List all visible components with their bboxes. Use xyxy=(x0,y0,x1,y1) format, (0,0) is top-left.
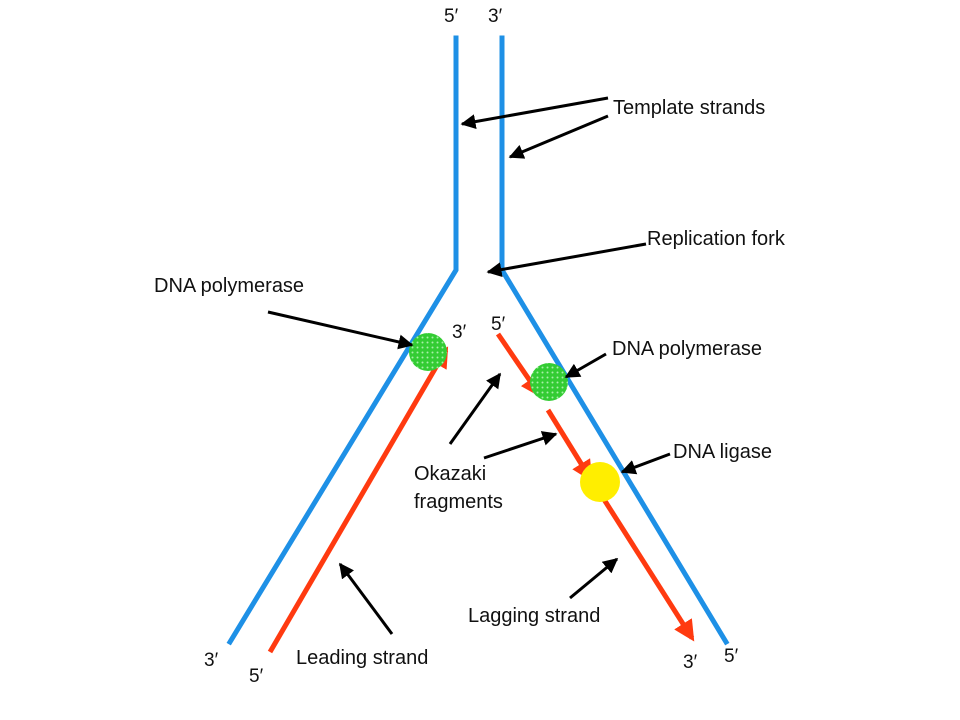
label-replication-fork: Replication fork xyxy=(647,228,786,250)
pointer-template-2 xyxy=(508,114,609,159)
okazaki-fragment-3 xyxy=(595,488,695,642)
end-lagging-start: 5′ xyxy=(491,314,506,335)
dna-polymerase-leading xyxy=(409,333,447,371)
pointer-replication-fork xyxy=(486,242,647,278)
end-leading-tip: 3′ xyxy=(452,322,467,343)
pointer-polymerase-left xyxy=(267,310,414,350)
pointer-template-1 xyxy=(460,96,609,130)
end-top-left: 5′ xyxy=(444,6,459,27)
label-okazaki-line2: fragments xyxy=(414,491,503,513)
pointer-ligase xyxy=(620,452,671,475)
end-bottom-leading: 5′ xyxy=(249,666,264,687)
label-dna-polymerase-right: DNA polymerase xyxy=(612,338,762,360)
label-dna-ligase: DNA ligase xyxy=(673,441,772,463)
pointer-okazaki-2 xyxy=(483,431,558,460)
label-okazaki-line1: Okazaki xyxy=(414,463,486,485)
pointer-lagging-strand xyxy=(569,557,619,600)
leading-strand xyxy=(267,346,449,654)
label-template-strands: Template strands xyxy=(613,97,765,119)
label-lagging-strand: Lagging strand xyxy=(468,605,600,627)
end-top-right: 3′ xyxy=(488,6,503,27)
pointer-okazaki-1 xyxy=(448,372,502,445)
label-leading-strand: Leading strand xyxy=(296,647,428,669)
okazaki-fragment-2 xyxy=(545,408,593,482)
template-strand-left xyxy=(226,35,459,646)
dna-polymerase-lagging xyxy=(530,363,568,401)
pointer-leading-strand xyxy=(338,562,394,635)
end-bottom-right-template: 5′ xyxy=(724,646,739,667)
end-bottom-lagging: 3′ xyxy=(683,652,698,673)
pointer-polymerase-right xyxy=(564,352,607,379)
label-dna-polymerase-left: DNA polymerase xyxy=(154,275,304,297)
end-bottom-left-template: 3′ xyxy=(204,650,219,671)
dna-ligase xyxy=(580,462,620,502)
